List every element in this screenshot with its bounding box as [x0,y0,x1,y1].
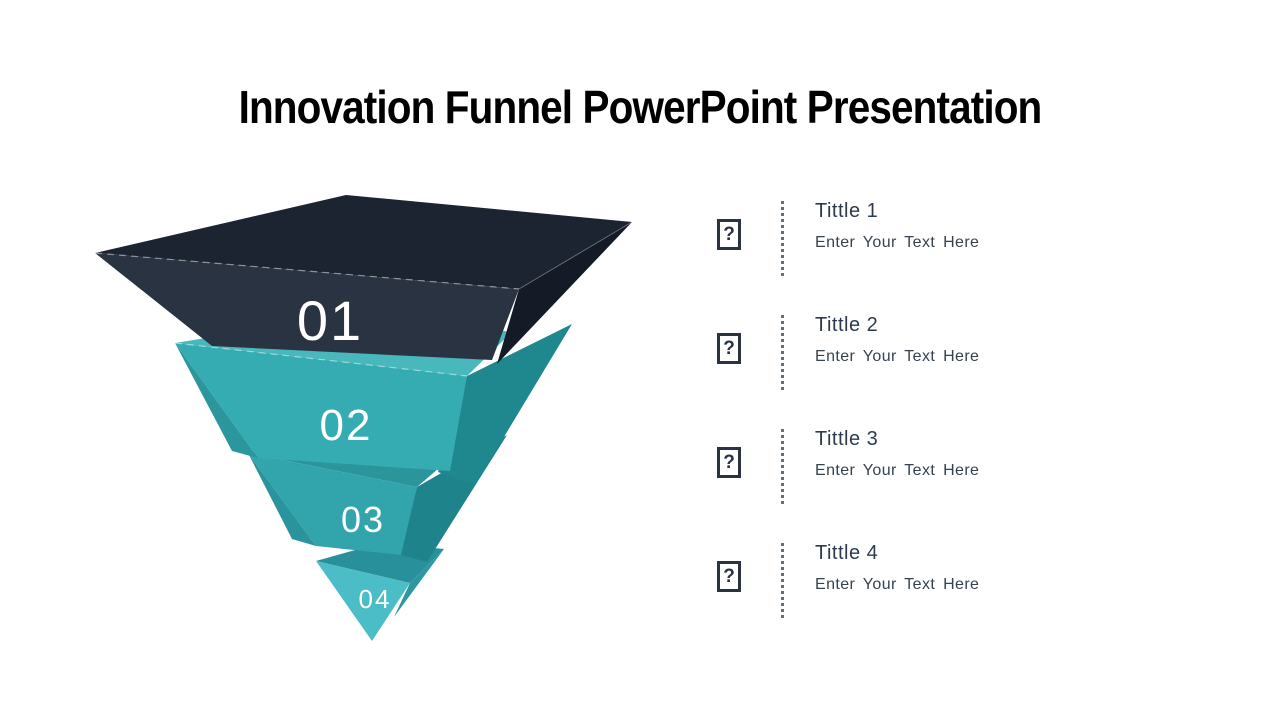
layer1-top-face [95,195,632,289]
layer2-rim-dash [174,342,468,377]
layer1-rim-dash [94,252,520,290]
item-text-block: Tittle 2 Enter Your Text Here [815,314,979,366]
dotted-divider [781,543,784,619]
item-title[interactable]: Tittle 4 [815,542,879,564]
layer2-front-face [175,343,467,471]
layer4-front-face [316,561,410,641]
item-text-block: Tittle 4 Enter Your Text Here [815,542,979,594]
slide-title: Innovation Funnel PowerPoint Presentatio… [238,81,1043,133]
layer1-right-edge [518,221,633,290]
layer4-side-face [394,549,444,617]
item-subtitle[interactable]: Enter Your Text Here [815,462,980,479]
item-title[interactable]: Tittle 3 [815,428,879,450]
list-item: ? Tittle 2 Enter Your Text Here [715,314,1055,406]
layer1-front-face [95,253,519,360]
item-text-block: Tittle 3 Enter Your Text Here [815,428,979,480]
layer2-number: 02 [320,401,373,450]
item-subtitle[interactable]: Enter Your Text Here [815,576,980,593]
dotted-divider [781,315,784,391]
missing-image-placeholder-icon[interactable]: ? [717,561,741,592]
layer2-left-shade [175,343,258,458]
missing-image-placeholder-icon[interactable]: ? [717,219,741,250]
item-title[interactable]: Tittle 2 [815,314,879,336]
layer1-side-face [497,222,632,364]
missing-image-placeholder-icon[interactable]: ? [717,333,741,364]
funnel-diagram: 04 03 02 01 [94,195,633,641]
list-item: ? Tittle 3 Enter Your Text Here [715,428,1055,520]
funnel-layer-01[interactable]: 01 [94,195,633,364]
layer2-side-face [438,324,572,485]
list-item: ? Tittle 4 Enter Your Text Here [715,542,1055,634]
list-item: ? Tittle 1 Enter Your Text Here [715,200,1055,292]
item-title[interactable]: Tittle 1 [815,200,879,222]
missing-image-placeholder-icon[interactable]: ? [717,447,741,478]
layer3-front-face [248,453,417,555]
layer4-number: 04 [359,584,392,614]
item-text-block: Tittle 1 Enter Your Text Here [815,200,979,252]
layer3-number: 03 [341,499,385,540]
funnel-layer-03[interactable]: 03 [248,433,507,562]
dotted-divider [781,429,784,505]
dotted-divider [781,201,784,277]
item-subtitle[interactable]: Enter Your Text Here [815,348,980,365]
item-subtitle[interactable]: Enter Your Text Here [815,234,980,251]
layer3-left-shade [248,453,316,546]
layer1-number: 01 [297,289,363,352]
